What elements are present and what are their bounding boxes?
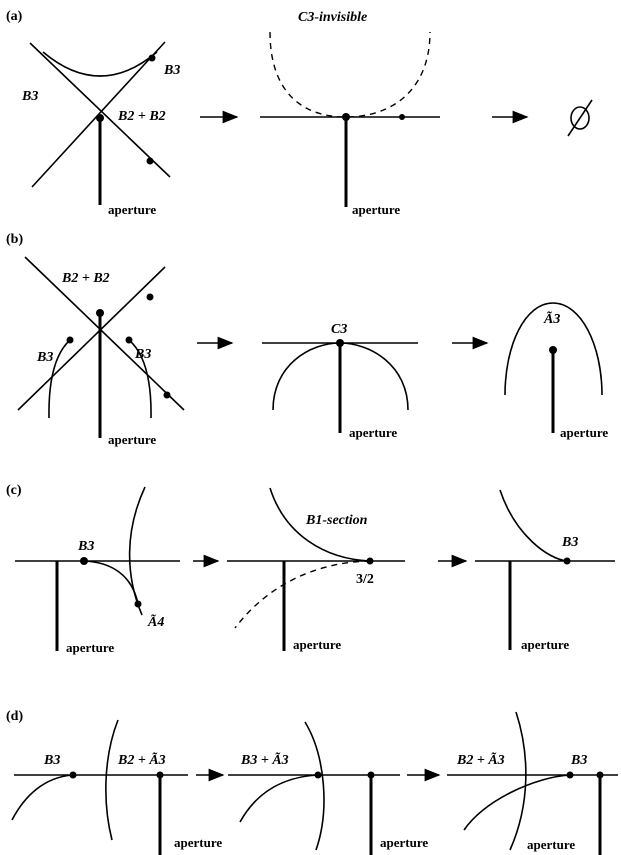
aperture-label: aperture	[352, 202, 400, 217]
label-b3-left: B3	[21, 89, 38, 104]
empty-set-circle	[570, 106, 590, 130]
curve-b2-a3	[509, 711, 527, 851]
panel-d-left: B3 B2 + Ã3 aperture	[11, 719, 222, 855]
marker-point	[399, 114, 405, 120]
aperture-label: aperture	[560, 425, 608, 440]
label-a4: Ã4	[147, 612, 164, 630]
panel-c: (c) B3 Ã4 aperture B1-section 3/2 apertu…	[6, 483, 615, 655]
label-b3: B3	[561, 535, 578, 550]
panel-c-middle: B1-section 3/2 aperture	[227, 487, 405, 652]
aperture-label: aperture	[174, 835, 222, 850]
panel-b-right: Ã3 aperture	[504, 302, 608, 440]
curve-a3	[304, 721, 325, 851]
junction-point	[69, 771, 77, 779]
curve-a3	[504, 302, 603, 396]
label-a3: Ã3	[543, 309, 560, 327]
empty-set-slash	[567, 99, 593, 137]
junction-point	[367, 771, 375, 779]
label-b2-a3: B2 + Ã3	[117, 750, 166, 768]
label-b3: B3	[77, 539, 94, 554]
label-b2-a3: B2 + Ã3	[456, 750, 505, 768]
curve-c3-invisible	[269, 31, 431, 118]
panel-a-right	[567, 99, 593, 137]
aperture-label: aperture	[521, 637, 569, 652]
panel-a-middle: C3-invisible aperture	[260, 10, 440, 217]
label-b3-right: B3	[163, 63, 180, 78]
panel-tag-b: (b)	[6, 232, 23, 247]
panel-a: (a) B3 B3 B2 + B2 aperture C3-invisible …	[6, 9, 593, 217]
junction-point	[80, 557, 88, 565]
junction-point	[156, 771, 164, 779]
label-b3-a3: B3 + Ã3	[240, 750, 289, 768]
aperture-label: aperture	[527, 837, 575, 852]
marker-point	[66, 336, 74, 344]
endpoint	[549, 346, 557, 354]
panel-c-left: B3 Ã4 aperture	[15, 486, 180, 655]
curve-b2-a3	[105, 719, 119, 841]
panel-tag-c: (c)	[6, 483, 22, 498]
line-diagonal-1	[29, 42, 171, 178]
junction-point	[342, 113, 350, 121]
curve-b3-left	[48, 339, 71, 419]
curve-b1-section	[269, 487, 371, 562]
panel-d-right: B2 + Ã3 B3 aperture	[447, 711, 618, 855]
curve-b3	[499, 489, 568, 562]
curve-b3	[42, 51, 158, 77]
panel-a-left: B3 B3 B2 + B2 aperture	[21, 41, 180, 217]
panel-d-middle: B3 + Ã3 aperture	[228, 721, 428, 855]
aperture-label: aperture	[108, 432, 156, 447]
junction-point	[336, 339, 344, 347]
aperture-label: aperture	[349, 425, 397, 440]
curve-b3-right	[128, 339, 152, 419]
label-b3: B3	[43, 753, 60, 768]
aperture-label: aperture	[380, 835, 428, 850]
label-b2-b2: B2 + B2	[117, 109, 166, 124]
curve-b3	[239, 774, 319, 823]
label-3-2: 3/2	[356, 572, 374, 587]
label-b1-section: B1-section	[305, 513, 368, 528]
junction-point	[96, 114, 104, 122]
aperture-label: aperture	[293, 637, 341, 652]
aperture-label: aperture	[66, 640, 114, 655]
panel-d: (d) B3 B2 + Ã3 aperture B3 + Ã3 aperture	[6, 709, 618, 855]
label-c3-invisible: C3-invisible	[298, 10, 367, 25]
junction-point	[596, 771, 604, 779]
junction-point	[96, 309, 104, 317]
aperture-label: aperture	[108, 202, 156, 217]
panel-b-middle: C3 aperture	[262, 322, 418, 440]
curve-dashed	[234, 560, 371, 629]
marker-point	[146, 157, 154, 165]
curve-side	[128, 486, 146, 616]
label-b3-left: B3	[36, 350, 53, 365]
panel-c-right: B3 aperture	[475, 489, 615, 652]
label-c3: C3	[331, 322, 347, 337]
marker-point	[146, 293, 154, 301]
marker-point	[125, 336, 133, 344]
line-diagonal-1	[24, 256, 185, 411]
panel-b-left: B2 + B2 B3 B3 aperture	[17, 256, 185, 447]
label-b3: B3	[570, 753, 587, 768]
label-b3-right: B3	[134, 347, 151, 362]
label-b2-b2: B2 + B2	[61, 271, 110, 286]
curve-b3	[463, 774, 571, 831]
panel-b: (b) B2 + B2 B3 B3 aperture C3 aperture	[6, 232, 608, 447]
marker-point	[163, 391, 171, 399]
panel-tag-a: (a)	[6, 9, 23, 24]
marker-point	[148, 54, 156, 62]
point-3-2	[366, 557, 374, 565]
endpoint	[134, 600, 142, 608]
line-diagonal-2	[17, 266, 166, 411]
panel-tag-d: (d)	[6, 709, 23, 724]
junction-point	[566, 771, 574, 779]
endpoint	[563, 557, 571, 565]
curve-b3	[11, 774, 74, 821]
junction-point	[314, 771, 322, 779]
